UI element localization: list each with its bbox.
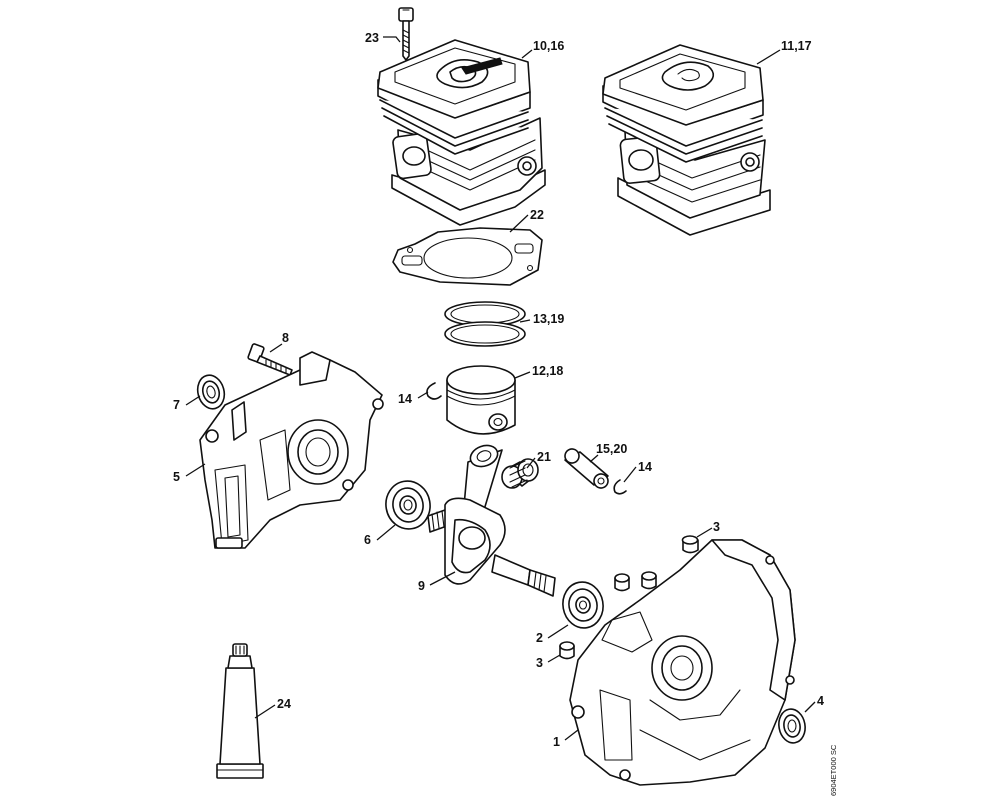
label-11-17: 11,17 xyxy=(781,39,812,53)
part-3-sleeve-bottom xyxy=(559,641,575,660)
label-3-bottom: 3 xyxy=(536,656,543,670)
label-15-20: 15,20 xyxy=(596,442,627,456)
label-3-top: 3 xyxy=(713,520,720,534)
label-4: 4 xyxy=(817,694,824,708)
label-23: 23 xyxy=(365,31,379,45)
part-5-crankcase-left xyxy=(199,351,384,549)
label-13-19: 13,19 xyxy=(533,312,564,326)
label-7: 7 xyxy=(173,398,180,412)
part-9-crankshaft xyxy=(427,444,556,597)
part-21-needle-cage xyxy=(501,458,539,489)
sleeves-pair xyxy=(614,571,657,592)
label-14-right: 14 xyxy=(638,460,652,474)
part-6-ball-bearing xyxy=(385,480,431,530)
label-6: 6 xyxy=(364,533,371,547)
part-4-oil-seal xyxy=(778,708,806,744)
label-14-left: 14 xyxy=(398,392,412,406)
label-22: 22 xyxy=(530,208,544,222)
label-24: 24 xyxy=(277,697,291,711)
part-22-gasket xyxy=(392,227,543,286)
part-7-oil-seal xyxy=(196,374,226,410)
leader-lines xyxy=(185,36,816,741)
part-3-sleeve-top xyxy=(681,535,699,554)
label-5: 5 xyxy=(173,470,180,484)
part-24-sealant-tube xyxy=(216,643,264,779)
label-2: 2 xyxy=(536,631,543,645)
label-1: 1 xyxy=(553,735,560,749)
label-10-16: 10,16 xyxy=(533,39,564,53)
label-8: 8 xyxy=(282,331,289,345)
part-8-screw xyxy=(247,343,293,376)
label-21: 21 xyxy=(537,450,551,464)
part-1-crankcase-right xyxy=(569,539,796,786)
label-12-18: 12,18 xyxy=(532,364,563,378)
label-9: 9 xyxy=(418,579,425,593)
part-11-17-cylinder xyxy=(602,44,771,236)
part-12-18-piston xyxy=(446,365,516,435)
part-13-19-piston-rings xyxy=(444,301,526,347)
part-14-circlip-left xyxy=(426,382,442,400)
reference-code: 6904ET000 SC xyxy=(829,744,838,796)
part-14-circlip-right xyxy=(613,479,627,495)
part-15-20-piston-pin xyxy=(564,448,609,489)
part-23-screw xyxy=(398,7,414,61)
part-labels: 23 10,16 11,17 22 13,19 12,18 14 8 7 5 6… xyxy=(173,31,838,796)
part-10-16-cylinder xyxy=(377,39,546,226)
part-2-ball-bearing xyxy=(562,581,604,629)
